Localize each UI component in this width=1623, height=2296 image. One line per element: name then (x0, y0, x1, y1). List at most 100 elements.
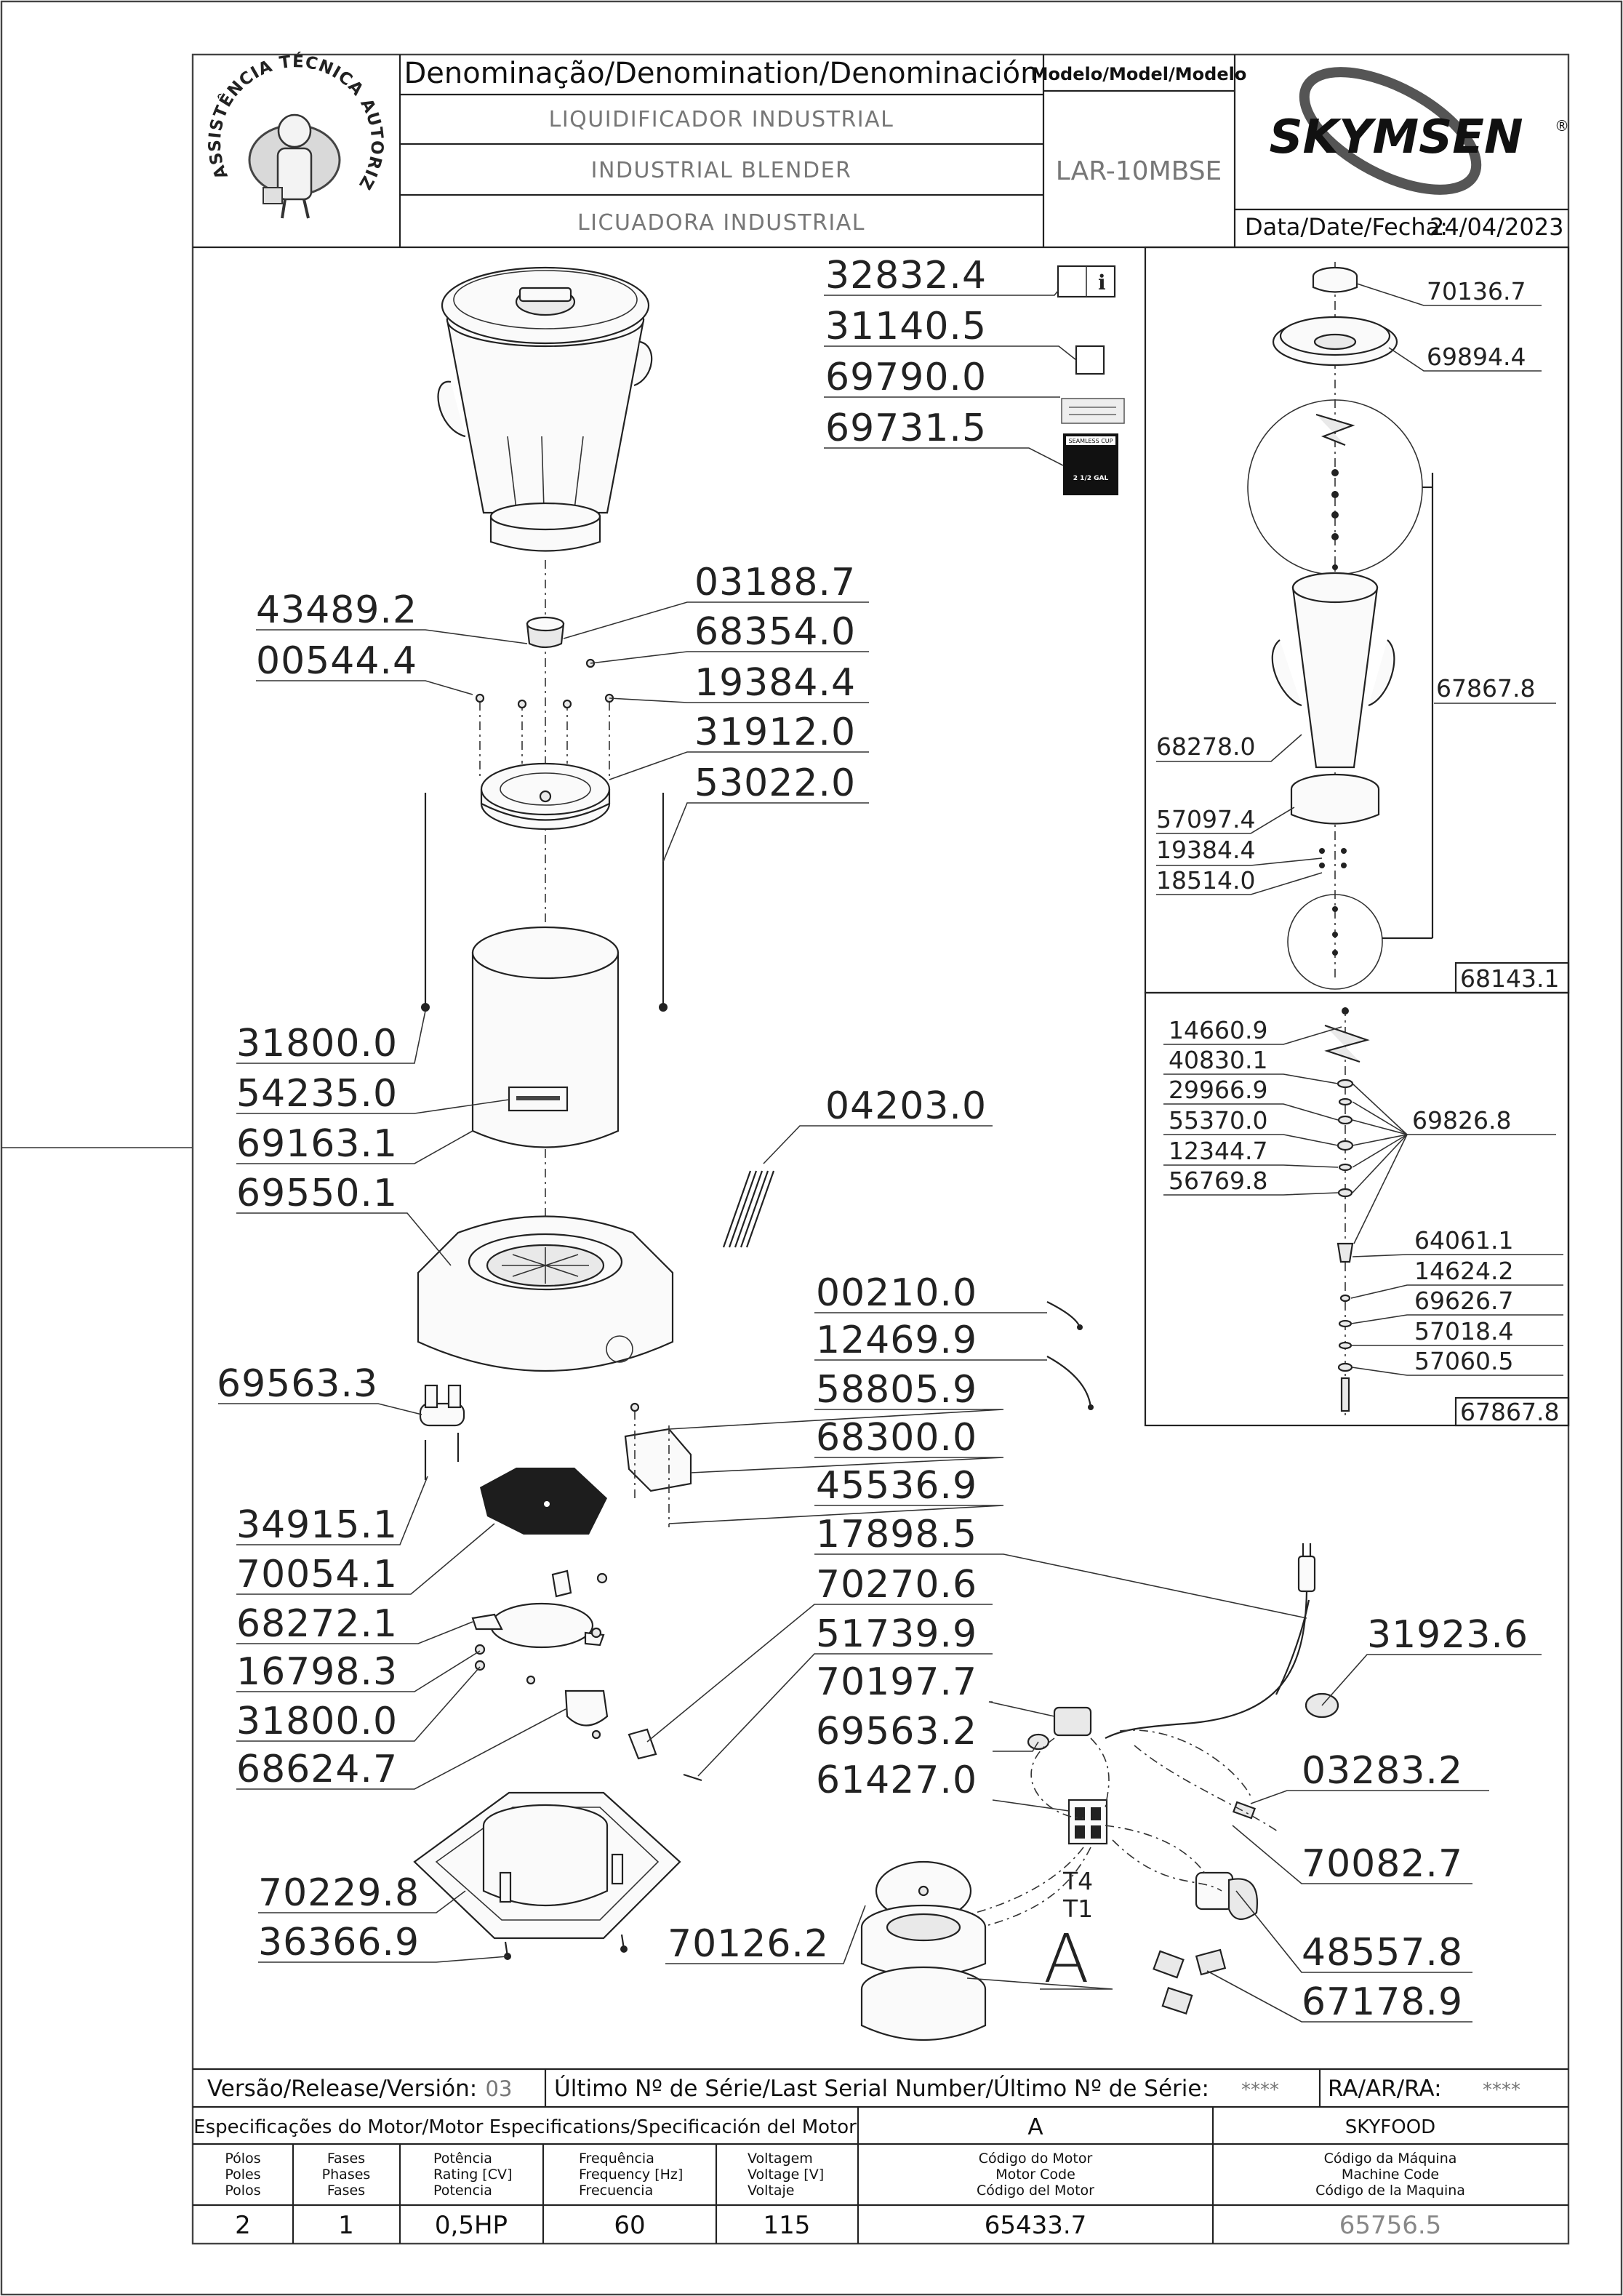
coupling-part (526, 616, 596, 668)
part-70197-7: 70197.7 (816, 1660, 977, 1704)
part-36366-9: 36366.9 (258, 1921, 420, 1964)
blade-part-40830-1: 40830.1 (1169, 1046, 1267, 1074)
motor-unit (860, 1860, 987, 2041)
cup-assembly-code: 68143.1 (1460, 964, 1559, 993)
part-12469-9: 12469.9 (816, 1319, 977, 1362)
cup-assembly-code-box (1454, 961, 1570, 994)
title-block: Denominação/Denomination/Denominación LI… (0, 0, 1569, 249)
version-value: 03 (486, 2076, 513, 2101)
col-power-h1: Potência (433, 2151, 492, 2167)
denomination-title: Denominação/Denomination/Denominación (404, 57, 1038, 90)
motor-letter: A (1027, 2114, 1043, 2140)
part-69163-1: 69163.1 (236, 1122, 398, 1166)
date-label: Data/Date/Fecha: (1245, 213, 1448, 241)
tie-rods (421, 793, 668, 1012)
part-58805-9: 58805.9 (816, 1368, 977, 1412)
blender-cup (437, 266, 653, 552)
blade-part-55370-0: 55370.0 (1169, 1106, 1267, 1135)
cup-part-18514-0: 18514.0 (1156, 866, 1255, 895)
part-68272-1: 68272.1 (236, 1602, 398, 1646)
part-45536-9: 45536.9 (816, 1464, 977, 1508)
main-part-labels: 43489.2 00544.4 03188.7 68354.0 19384.4 … (217, 561, 1528, 2024)
electrical-components (945, 1706, 1281, 1935)
part-53022-0: 53022.0 (694, 761, 856, 805)
col-machine-code-h3: Código de la Maquina (1315, 2183, 1465, 2199)
product-name-pt: LIQUIDIFICADOR INDUSTRIAL (549, 107, 894, 132)
part-00210-0: 00210.0 (816, 1271, 977, 1315)
cooling-fan (480, 1468, 607, 1535)
poles-value: 2 (235, 2211, 251, 2240)
model-title: Modelo/Model/Modelo (1031, 64, 1247, 84)
warning-label-icon: SEAMLESS CUP 2 1/2 GAL (1063, 433, 1118, 495)
sticker-label-icon (1061, 398, 1125, 424)
part-03188-7: 03188.7 (694, 561, 856, 604)
version-label: Versão/Release/Versión: (207, 2076, 477, 2102)
col-phases-h1: Fases (327, 2151, 365, 2167)
blade-part-29966-9: 29966.9 (1169, 1076, 1267, 1104)
motor-plate (475, 693, 614, 831)
col-poles-h3: Polos (225, 2183, 260, 2199)
part-70270-6: 70270.6 (816, 1563, 977, 1607)
blade-part-14624-2: 14624.2 (1414, 1257, 1513, 1285)
power-value: 0,5HP (435, 2211, 508, 2240)
part-54235-0: 54235.0 (236, 1072, 398, 1116)
bottom-tray (413, 1791, 681, 1960)
spec-table: Versão/Release/Versión: 03 Último Nº de … (193, 2068, 1568, 2244)
blade-detail-drawing (1324, 1007, 1370, 1418)
cup-detail-drawing (1247, 262, 1434, 990)
serial-value: **** (1241, 2079, 1279, 2101)
motor-sleeve (471, 926, 620, 1148)
machine-code-value: 65756.5 (1339, 2211, 1442, 2240)
part-70229-8: 70229.8 (258, 1871, 420, 1915)
part-70126-2: 70126.2 (668, 1922, 829, 1966)
col-voltage-h1: Voltagem (748, 2151, 813, 2167)
power-cord (1105, 1543, 1339, 1739)
blade-group-69826-8: 69826.8 (1412, 1106, 1511, 1135)
capacitor-clip (526, 1675, 702, 1782)
wire-label-t4: T4 (1062, 1867, 1093, 1895)
col-frequency-h1: Frequência (579, 2151, 654, 2167)
part-19384-4: 19384.4 (694, 661, 856, 705)
serial-label: Último Nº de Série/Last Serial Number/Úl… (554, 2075, 1209, 2102)
part-61427-0: 61427.0 (816, 1759, 977, 1802)
part-68624-7: 68624.7 (236, 1748, 398, 1791)
col-power-h2: Rating [CV] (433, 2167, 512, 2183)
col-poles-h1: Pólos (225, 2151, 260, 2167)
cup-detail-leaders (1156, 283, 1556, 895)
part-51739-9: 51739.9 (816, 1612, 977, 1656)
blade-assembly-code: 67867.8 (1460, 1398, 1559, 1426)
cup-part-68278-0: 68278.0 (1156, 732, 1255, 761)
part-31800-0-b: 31800.0 (236, 1700, 398, 1743)
svg-text:SEAMLESS CUP: SEAMLESS CUP (1069, 438, 1113, 444)
doc-code-69731-5: 69731.5 (825, 407, 987, 450)
part-70082-7: 70082.7 (1302, 1842, 1463, 1886)
blade-detail-labels: 14660.9 40830.1 29966.9 55370.0 12344.7 … (1169, 1016, 1559, 1426)
doc-code-69790-0: 69790.0 (825, 356, 987, 399)
part-00544-4: 00544.4 (256, 639, 417, 683)
phases-value: 1 (338, 2211, 354, 2240)
part-17898-5: 17898.5 (816, 1513, 977, 1556)
date-value: 24/04/2023 (1430, 213, 1563, 241)
loose-wires (1046, 1301, 1094, 1410)
col-phases-h3: Fases (327, 2183, 365, 2199)
doc-icons: i SEAMLESS CUP 2 1/2 GAL (1057, 265, 1125, 495)
blade-part-12344-7: 12344.7 (1169, 1137, 1267, 1165)
part-34915-1: 34915.1 (236, 1503, 398, 1547)
part-67178-9: 67178.9 (1302, 1980, 1463, 2024)
part-69563-2: 69563.2 (816, 1710, 977, 1753)
part-04203-0: 04203.0 (825, 1084, 987, 1128)
part-69563-3: 69563.3 (217, 1362, 378, 1406)
wire-label-t1: T1 (1062, 1895, 1093, 1923)
motor-spec-title: Especificações do Motor/Motor Especifica… (193, 2116, 857, 2138)
part-16798-3: 16798.3 (236, 1650, 398, 1694)
part-31800-0-a: 31800.0 (236, 1022, 398, 1065)
cup-part-57097-4: 57097.4 (1156, 805, 1255, 833)
col-phases-h2: Phases (322, 2167, 371, 2183)
model-value: LAR-10MBSE (1056, 156, 1222, 186)
col-voltage-h2: Voltage [V] (748, 2167, 824, 2183)
rubber-foot (419, 1384, 465, 1480)
voltage-value: 115 (764, 2211, 811, 2240)
col-frequency-h3: Frecuencia (579, 2183, 653, 2199)
motor-bracket (471, 1569, 608, 1671)
brand-name: SKYMSEN (1269, 111, 1523, 164)
